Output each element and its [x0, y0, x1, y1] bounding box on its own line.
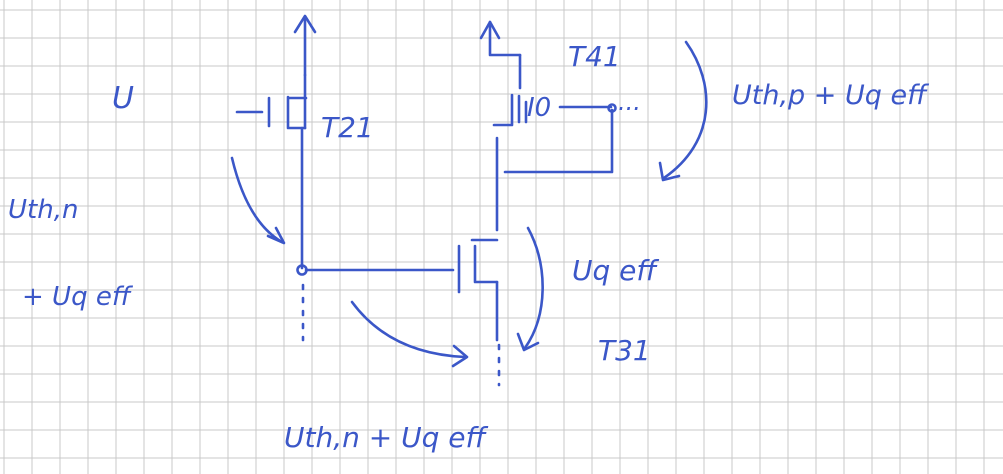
t41-output-arrow-shaft	[488, 20, 522, 57]
label-u: U	[112, 81, 134, 116]
t21-channel	[286, 95, 307, 130]
arrow-node-to-t31	[350, 300, 467, 359]
transistor-t21	[235, 14, 317, 270]
label-t31: T31	[598, 334, 651, 367]
label-uth-n: Uth,n	[8, 195, 78, 225]
t31-channel	[473, 244, 499, 284]
label-t21: T21	[321, 111, 374, 144]
brace-uq-eff	[523, 226, 544, 350]
t41-feedback-loop	[503, 108, 614, 174]
t21-output-arrowhead	[293, 14, 317, 34]
brace-uq-eff-head	[516, 332, 540, 352]
label-bottom: Uth,n + Uq eff	[284, 421, 489, 454]
label-t41: T41	[568, 40, 621, 73]
arrow-u-to-node-head	[266, 226, 286, 245]
label-i0: I0	[527, 93, 551, 123]
transistor-t41	[479, 20, 617, 232]
label-uq-eff-left: + Uq eff	[22, 282, 134, 312]
label-uq-eff: Uq eff	[572, 254, 659, 287]
transistor-t31	[457, 238, 501, 387]
t41-output-arrowhead	[479, 20, 501, 40]
brace-t41	[662, 40, 708, 180]
brace-t41-head	[658, 161, 681, 182]
arrow-u-to-node	[230, 156, 284, 244]
arrow-node-to-t31-head	[451, 344, 469, 368]
label-uth-p: Uth,p + Uq eff	[732, 80, 929, 111]
label-dots: ...	[618, 88, 641, 116]
